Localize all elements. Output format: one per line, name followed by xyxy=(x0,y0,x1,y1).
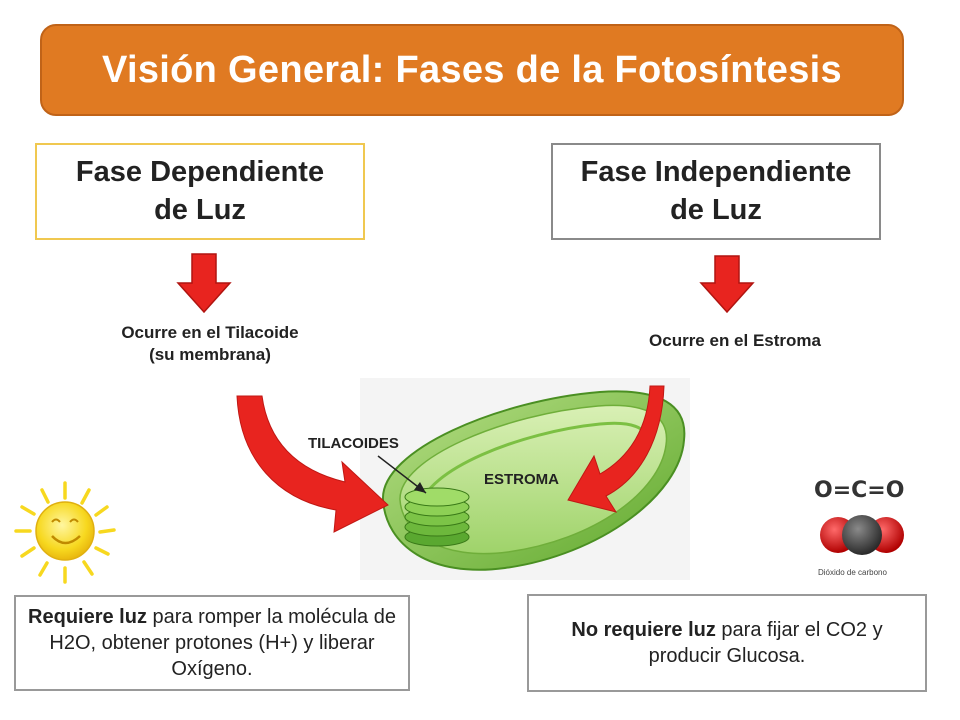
title-banner: Visión General: Fases de la Fotosíntesis xyxy=(40,24,904,116)
location-dependent-line1: Ocurre en el Tilacoide xyxy=(121,323,299,342)
phase-independent-title-line1: Fase Independiente xyxy=(580,156,852,189)
description-dependent-text: para romper la molécula de H2O, obtener … xyxy=(49,606,396,680)
chloroplast-illustration: TILACOIDES ESTROMA xyxy=(308,390,686,571)
curved-arrow-icon xyxy=(567,385,665,513)
location-independent: Ocurre en el Estroma xyxy=(649,331,821,350)
co2-molecule-icon xyxy=(820,515,904,555)
co2-formula: O=C=O xyxy=(814,478,905,503)
thylakoid-stack xyxy=(404,487,470,547)
phase-independent-title-line2: de Luz xyxy=(670,193,762,226)
description-dependent: Requiere luz para romper la molécula de … xyxy=(14,595,410,691)
page-title: Visión General: Fases de la Fotosíntesis xyxy=(102,48,842,91)
sun-icon xyxy=(14,481,116,584)
curved-arrow-icon xyxy=(236,395,389,533)
location-dependent-line2: (su membrana) xyxy=(149,345,271,365)
co2-caption: Dióxido de carbono xyxy=(818,568,887,577)
stroma-label: ESTROMA xyxy=(484,471,559,488)
phase-dependent-title-line1: Fase Dependiente xyxy=(75,156,325,189)
location-dependent: Ocurre en el Tilacoide (su membrana) xyxy=(60,322,360,367)
phase-dependent-box: Fase Dependiente de Luz xyxy=(35,143,365,240)
thylakoids-label: TILACOIDES xyxy=(308,435,399,452)
down-arrow-icon xyxy=(176,253,232,314)
phase-independent-box: Fase Independiente de Luz xyxy=(551,143,881,240)
description-dependent-bold: Requiere luz xyxy=(28,606,147,628)
description-independent-bold: No requiere luz xyxy=(571,619,716,641)
phase-dependent-title-line2: de Luz xyxy=(154,193,246,226)
down-arrow-icon xyxy=(699,255,755,314)
description-independent-text: para fijar el CO2 y producir Glucosa. xyxy=(648,619,883,667)
description-independent: No requiere luz para fijar el CO2 y prod… xyxy=(527,594,927,692)
